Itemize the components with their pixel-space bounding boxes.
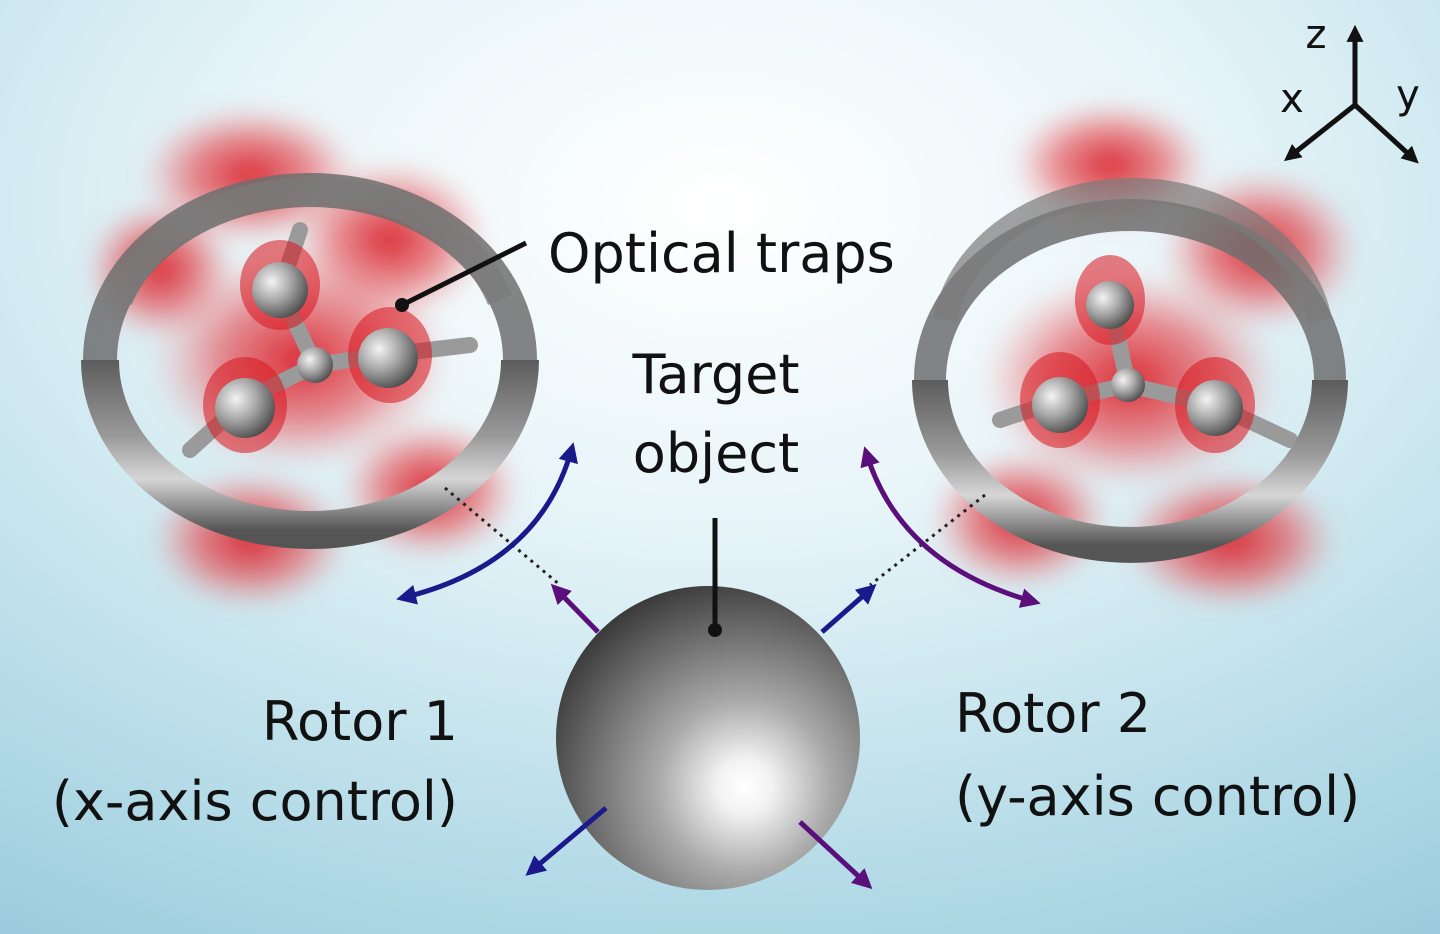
rotor-1-rotation-arrow: [396, 442, 578, 605]
rotor-1-ball-left: [215, 378, 275, 438]
optical-traps-label: Optical traps: [548, 222, 895, 285]
rotor-1-hub: [297, 347, 333, 383]
rotor-2-ball-top: [1086, 281, 1134, 329]
axis-triad: z x y: [1280, 12, 1420, 164]
rotor-1-ball-right: [358, 328, 418, 388]
z-axis-label: z: [1306, 12, 1327, 58]
sphere-arrow-lower-left: [525, 806, 608, 876]
rotor-1-sublabel: (x-axis control): [52, 770, 458, 833]
rotor-2-ring-top: [933, 178, 1332, 323]
rotor-2-rotation-arrow: [860, 446, 1041, 608]
rotor-1-label: Rotor 1: [262, 690, 458, 753]
y-axis-arrow: [1353, 103, 1419, 164]
rotor-1-ring-top: [107, 177, 513, 305]
rotor-1-ring-front: [81, 359, 539, 549]
optical-traps-leader-dot: [395, 298, 409, 312]
rotor-2-label: Rotor 2: [955, 682, 1151, 745]
x-axis-label: x: [1280, 76, 1304, 122]
rotor-2-ball-right: [1187, 380, 1243, 436]
rotor-2-hub: [1111, 368, 1145, 402]
rotor-2-ball-left: [1032, 377, 1088, 433]
sphere-arrow-upper-left: [550, 583, 600, 634]
target-object-sphere: [556, 586, 860, 890]
target-object-label-line1: Target: [631, 343, 799, 406]
sphere-arrow-lower-right: [798, 820, 873, 890]
target-object-leader-dot: [708, 623, 722, 637]
y-axis-label: y: [1396, 72, 1420, 118]
rotor-1-ball-top: [252, 262, 308, 318]
target-object-label-line2: object: [633, 422, 799, 485]
optical-traps-leader: [400, 240, 528, 308]
x-axis-arrow: [1284, 103, 1357, 162]
rotor-2-sublabel: (y-axis control): [955, 765, 1360, 828]
sphere-arrow-upper-right: [820, 584, 877, 634]
